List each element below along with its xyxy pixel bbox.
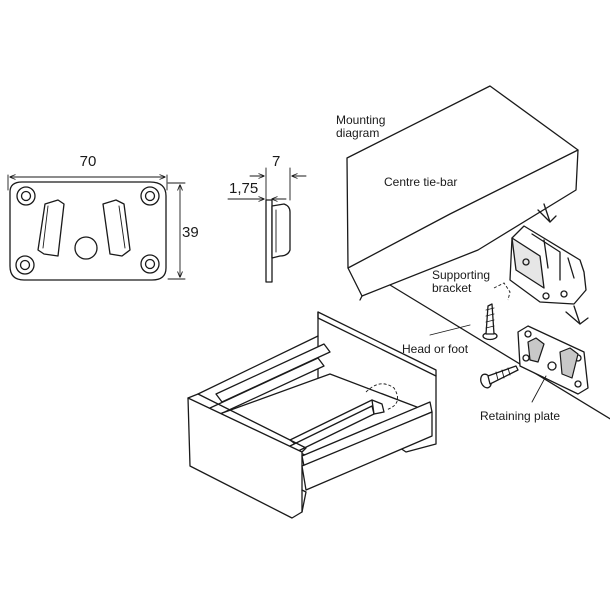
retaining-hook-left — [527, 337, 545, 363]
centre-hole — [74, 236, 98, 260]
left-hook-slot — [37, 199, 65, 257]
screw-hole-bottom-right — [140, 254, 160, 274]
head-board-edge-line — [389, 284, 610, 420]
arrow-icon-upper — [537, 203, 557, 223]
plate-side-view: 7 1,75 — [227, 153, 307, 283]
arrow-icon-lower — [565, 305, 589, 325]
screw-hole-top-right — [140, 186, 160, 206]
fixing-point-highlight — [365, 383, 399, 411]
supporting-bracket-label-1: Supporting — [432, 268, 490, 282]
mounting-diagram-label-2: diagram — [336, 126, 379, 140]
rail-upper — [215, 343, 331, 403]
bracket-side — [511, 237, 545, 289]
bracket-hole-1 — [542, 292, 550, 300]
bracket-dashed-guide — [493, 282, 511, 301]
supporting-bracket-label-2: bracket — [432, 281, 472, 295]
side-base-plate — [265, 199, 273, 283]
bracket-hole-2 — [560, 290, 568, 298]
centre-tie-bar: Mounting diagram Centre tie-bar — [336, 85, 579, 301]
side-offset-label: 1,75 — [229, 180, 258, 197]
bracket-hole-3 — [522, 258, 530, 266]
bed-frame-drawer — [187, 311, 437, 519]
retaining-hook-right — [559, 347, 579, 379]
plate-front-view: 70 39 — [7, 153, 199, 281]
side-hook-profile — [271, 203, 291, 259]
end-panel-left — [187, 397, 303, 519]
tie-bar-body — [346, 85, 579, 297]
supporting-bracket: Supporting bracket — [432, 225, 587, 305]
plate-height-label: 39 — [182, 224, 199, 241]
screw-icon-vertical — [482, 303, 498, 341]
side-rail-front-face — [301, 411, 433, 491]
tie-bar-bottom-edge — [347, 149, 579, 269]
side-thickness-label: 7 — [272, 153, 280, 170]
retaining-plate-label: Retaining plate — [480, 409, 560, 423]
centre-tie-bar-label: Centre tie-bar — [384, 175, 457, 189]
head-or-foot-label: Head or foot — [402, 342, 469, 356]
screw-hole-bottom-left — [15, 255, 35, 275]
retaining-plate-leader — [531, 375, 547, 403]
mounting-diagram-label-1: Mounting — [336, 113, 385, 127]
right-hook-slot — [102, 199, 131, 257]
screw-icon-horizontal — [480, 365, 519, 389]
retaining-plate-iso: Retaining plate — [480, 325, 589, 423]
head-or-foot-leader — [429, 324, 471, 336]
screw-hole-top-left — [16, 186, 36, 206]
plate-width-label: 70 — [80, 153, 97, 170]
